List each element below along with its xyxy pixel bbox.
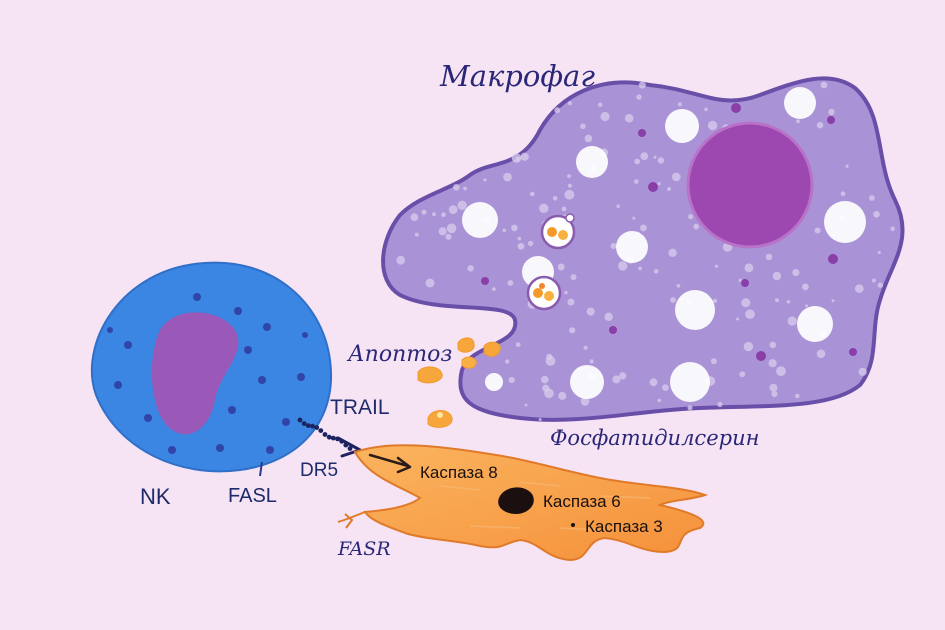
label-phosphatidylserine: Фосфатидилсерин bbox=[550, 426, 760, 450]
apoptotic-bodies bbox=[417, 337, 501, 428]
label-caspase6: Каспаза 6 bbox=[543, 492, 621, 511]
macrophage-granules bbox=[481, 103, 857, 361]
target-cell-filopodium bbox=[344, 513, 354, 529]
macrophage-speckles bbox=[396, 81, 895, 421]
target-cell-texture bbox=[419, 469, 651, 531]
phagosome-1 bbox=[540, 213, 576, 250]
label-macrophage: Макрофаг bbox=[440, 59, 595, 93]
label-apoptosis: Апоптоз bbox=[348, 342, 453, 367]
nk-granules bbox=[107, 293, 308, 454]
nk-cell bbox=[91, 261, 333, 473]
label-dr5: DR5 bbox=[300, 460, 339, 481]
caspase3-marker bbox=[571, 523, 575, 527]
phagosome-2 bbox=[526, 275, 562, 311]
nk-cell-nucleus bbox=[151, 312, 239, 435]
label-caspase8: Каспаза 8 bbox=[420, 463, 498, 482]
fasl-tick bbox=[259, 461, 263, 477]
label-fasr: FASR bbox=[338, 538, 391, 560]
macrophage-nucleus bbox=[686, 121, 814, 249]
macrophage-vacuoles bbox=[462, 87, 866, 402]
apoptotic-target-cell bbox=[337, 444, 709, 562]
macrophage-cell bbox=[381, 76, 905, 422]
label-caspase3: Каспаза 3 bbox=[585, 517, 663, 536]
label-trail: TRAIL bbox=[330, 396, 390, 419]
label-nk: NK bbox=[140, 484, 171, 509]
condensed-nucleus bbox=[498, 487, 534, 514]
label-fasl: FASL bbox=[228, 485, 277, 507]
caspase8-arrow bbox=[368, 453, 412, 474]
